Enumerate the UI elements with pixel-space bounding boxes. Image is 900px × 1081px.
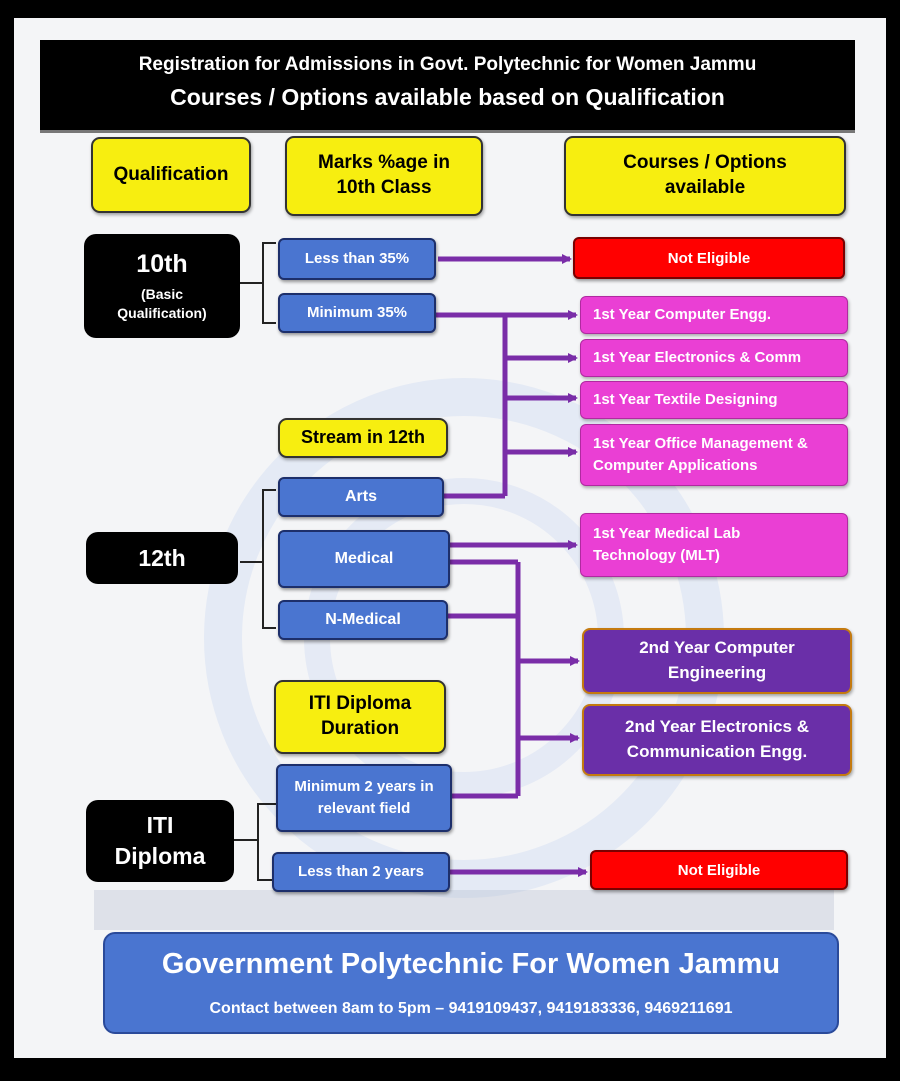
qualification-10th: 10th (Basic Qualification) xyxy=(84,234,240,338)
banner-subtitle: Courses / Options available based on Qua… xyxy=(170,84,725,110)
qualification-12th-title: 12th xyxy=(138,544,186,571)
outcome-computer-1st: 1st Year Computer Engg. xyxy=(580,296,848,334)
outcome-electronics-2nd: 2nd Year Electronics & Communication Eng… xyxy=(582,704,852,776)
flow-arrows xyxy=(436,254,588,877)
outcome-not-eligible-10th: Not Eligible xyxy=(573,237,845,279)
criteria-nmedical: N-Medical xyxy=(278,600,448,640)
header-stream-12th: Stream in 12th xyxy=(278,418,448,458)
qualification-iti-title: ITI Diploma xyxy=(114,811,206,869)
outcome-not-eligible-iti: Not Eligible xyxy=(590,850,848,890)
outcome-computer-2nd: 2nd Year Computer Engineering xyxy=(582,628,852,694)
criteria-arts: Arts xyxy=(278,477,444,517)
qualification-10th-title: 10th xyxy=(136,250,188,279)
criteria-less-35: Less than 35% xyxy=(278,238,436,280)
qualification-iti: ITI Diploma xyxy=(86,800,234,882)
criteria-min-35: Minimum 35% xyxy=(278,293,436,333)
header-qualification: Qualification xyxy=(91,137,251,213)
watermark-ribbon xyxy=(94,890,834,930)
qualification-12th: 12th xyxy=(86,532,238,584)
outcome-electronics-1st: 1st Year Electronics & Comm xyxy=(580,339,848,377)
banner-title: Registration for Admissions in Govt. Pol… xyxy=(138,54,757,75)
qualification-brackets xyxy=(234,242,276,881)
footer-title: Government Polytechnic For Women Jammu xyxy=(161,948,781,980)
outcome-office-1st: 1st Year Office Management & Computer Ap… xyxy=(580,424,848,486)
footer-banner: Government Polytechnic For Women Jammu C… xyxy=(103,932,839,1034)
outcome-textile-1st: 1st Year Textile Designing xyxy=(580,381,848,419)
header-iti-duration: ITI Diploma Duration xyxy=(274,680,446,754)
header-courses: Courses / Options available xyxy=(564,136,846,216)
title-banner: Registration for Admissions in Govt. Pol… xyxy=(40,40,855,130)
criteria-min-2-years: Minimum 2 years in relevant field xyxy=(276,764,452,832)
header-marks: Marks %age in 10th Class xyxy=(285,136,483,216)
outcome-mlt-1st: 1st Year Medical Lab Technology (MLT) xyxy=(580,513,848,577)
footer-contact: Contact between 8am to 5pm – 9419109437,… xyxy=(209,1000,733,1017)
qualification-10th-sub: (Basic Qualification) xyxy=(117,286,207,321)
criteria-less-2-years: Less than 2 years xyxy=(272,852,450,892)
criteria-medical: Medical xyxy=(278,530,450,588)
